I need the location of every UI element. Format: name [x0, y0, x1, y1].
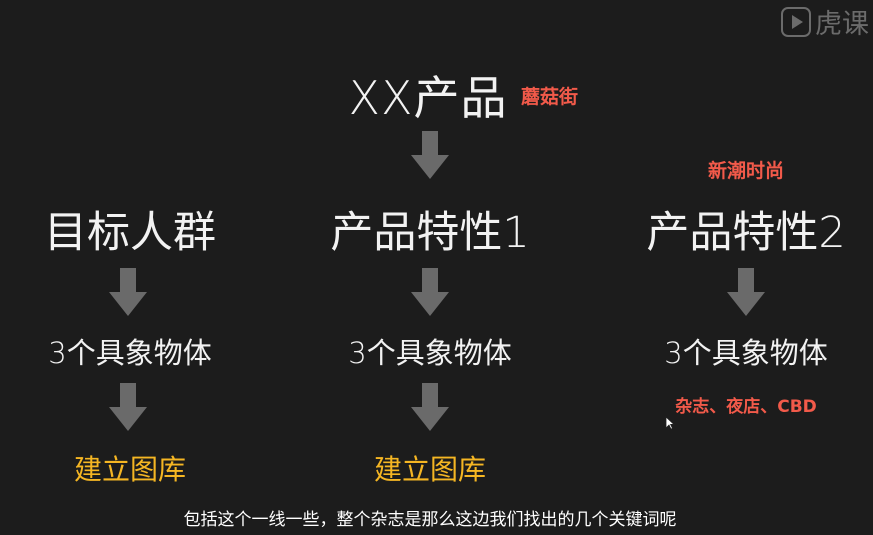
down-arrow-icon — [109, 383, 147, 431]
heading-note-col3: 新潮时尚 — [707, 160, 785, 182]
down-arrow-icon — [411, 383, 449, 431]
item-note-col3: 杂志、夜店、CBD — [675, 397, 817, 417]
logo-text: 虎课 — [815, 9, 869, 40]
hukecheng-logo: 虎课 — [781, 2, 869, 41]
mouse-cursor-icon — [665, 415, 676, 434]
video-subtitle: 包括这个一线一些，整个杂志是那么这边我们找出的几个关键词呢 — [183, 510, 677, 530]
diagram-title: XX产品 — [348, 71, 508, 125]
down-arrow-icon — [411, 131, 449, 179]
item-col3: 3个具象物体 — [664, 336, 828, 370]
play-icon — [781, 6, 811, 37]
title-note: 蘑菇街 — [521, 86, 579, 108]
down-arrow-icon — [109, 268, 147, 316]
heading-feature-2: 产品特性2 — [646, 208, 846, 258]
down-arrow-icon — [411, 268, 449, 316]
heading-target-audience: 目标人群 — [44, 208, 216, 258]
item-col1: 3个具象物体 — [48, 336, 212, 370]
heading-feature-1: 产品特性1 — [330, 208, 530, 258]
result-col2: 建立图库 — [373, 453, 487, 486]
item-col2: 3个具象物体 — [348, 336, 512, 370]
down-arrow-icon — [727, 268, 765, 316]
result-col1: 建立图库 — [73, 453, 187, 486]
